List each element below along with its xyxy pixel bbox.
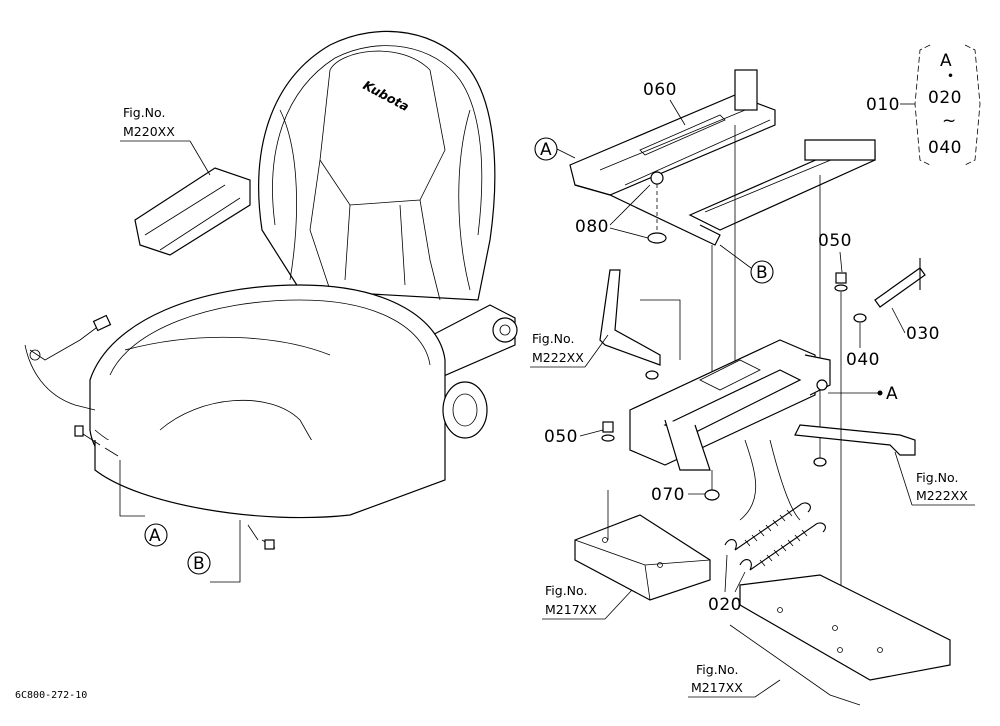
svg-text:~: ~ [942,111,957,131]
fig-ref-m217xx-left: Fig.No. M217XX [542,583,633,620]
callout-a-arrow: A [886,384,898,404]
svg-text:A: A [940,51,952,71]
svg-text:M220XX: M220XX [123,124,175,139]
fig-ref-m222xx-right: Fig.No. M222XX [894,451,975,506]
part-label-060: 060 [643,80,686,126]
svg-text:070: 070 [651,485,685,505]
svg-text:Fig.No.: Fig.No. [916,470,958,485]
drawing-code: 6C800-272-10 [15,690,87,701]
svg-text:B: B [193,554,205,574]
tension-springs [724,502,826,571]
svg-text:040: 040 [928,138,962,158]
svg-text:080: 080 [575,217,609,237]
seat-illustration: Kubota [24,30,518,583]
svg-text:M217XX: M217XX [545,602,597,617]
svg-text:M222XX: M222XX [916,488,968,503]
svg-text:B: B [756,263,768,283]
svg-text:Fig.No.: Fig.No. [123,105,165,120]
svg-text:A: A [540,140,552,160]
svg-text:040: 040 [846,350,880,370]
svg-text:020: 020 [928,88,962,108]
callout-a-rail: A [534,137,576,161]
part-label-020-springs: 020 [708,554,746,615]
svg-text:Fig.No.: Fig.No. [696,662,738,677]
svg-text:030: 030 [906,324,940,344]
fig-ref-m220xx: Fig.No. M220XX [120,105,211,176]
callout-b-seat: B [187,551,211,575]
svg-text:050: 050 [818,231,852,251]
part-label-030: 030 [874,258,940,344]
part-label-050-right: 050 [818,231,852,640]
fig-ref-m222xx-left: Fig.No. M222XX [530,331,609,368]
part-label-040: 040 [846,313,880,370]
svg-text:060: 060 [643,80,677,100]
part-label-050-left: 050 [544,421,615,447]
part-label-080: 080 [575,184,651,239]
svg-text:M217XX: M217XX [691,680,743,695]
svg-text:010: 010 [866,95,900,115]
svg-text:Fig.No.: Fig.No. [532,331,574,346]
fig-ref-m217xx-right: Fig.No. M217XX [688,662,781,698]
frame-plate [729,574,951,706]
svg-text:050: 050 [544,427,578,447]
svg-text:A: A [149,526,161,546]
svg-text:Fig.No.: Fig.No. [545,583,587,598]
svg-text:M222XX: M222XX [532,350,584,365]
part-label-070: 070 [651,485,705,505]
lower-mounting-plate [574,490,711,601]
group-010-bracket: 010 A ・ 020 ~ 040 [866,44,981,166]
svg-text:020: 020 [708,595,742,615]
svg-text:・: ・ [942,67,960,87]
suspension-base-assembly [599,269,916,521]
callout-a-seat: A [144,523,168,547]
seat-rail-assembly [569,69,876,460]
callout-b-rail: B [719,244,774,284]
